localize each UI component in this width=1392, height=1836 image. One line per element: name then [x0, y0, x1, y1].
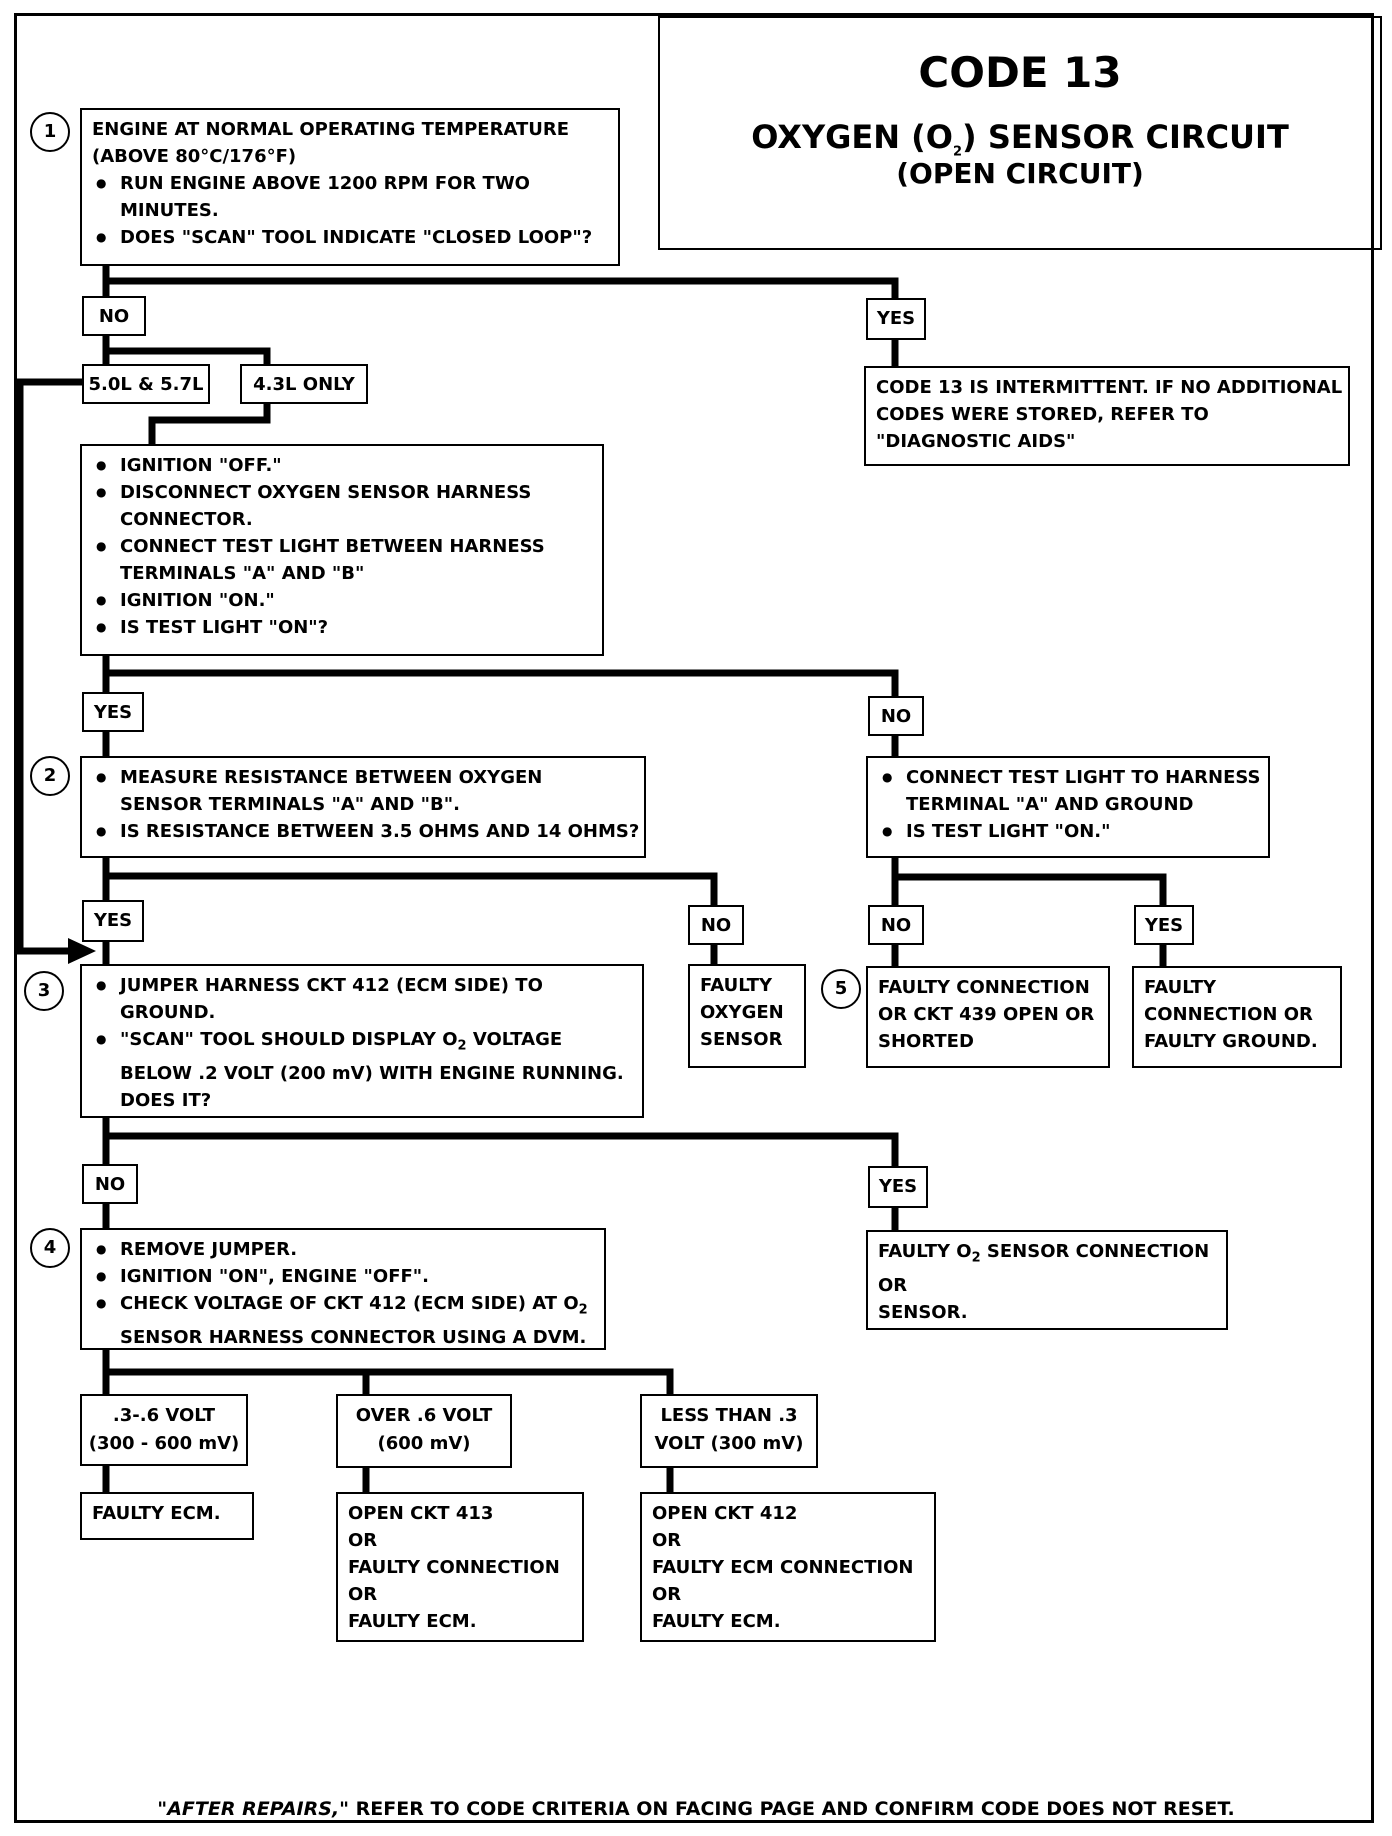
result-line: FAULTY CONNECTION: [348, 1557, 560, 1578]
step-1-line: ENGINE AT NORMAL OPERATING TEMPERATURE: [92, 119, 570, 140]
code-title: CODE 13: [918, 48, 1122, 97]
step-5-box: FAULTY CONNECTION OR CKT 439 OPEN OR SHO…: [866, 966, 1110, 1068]
result-line: OXYGEN: [700, 1002, 784, 1023]
bullet-item: IS RESISTANCE BETWEEN 3.5 OHMS AND 14 OH…: [92, 818, 639, 845]
step-1-marker: 1: [30, 112, 70, 152]
result-line: FAULTY ECM CONNECTION: [652, 1557, 914, 1578]
step-2-marker: 2: [30, 756, 70, 796]
faulty-o2-connection-box: FAULTY O2 SENSOR CONNECTION OR SENSOR.: [866, 1230, 1228, 1330]
step-5-marker: 5: [821, 969, 861, 1009]
result-line: OR: [348, 1584, 378, 1605]
test-light-box: IGNITION "OFF." DISCONNECT OXYGEN SENSOR…: [80, 444, 604, 656]
result-line: FAULTY ECM.: [92, 1503, 221, 1524]
label-yes: YES: [868, 1166, 928, 1208]
bullet-item: REMOVE JUMPER.: [92, 1236, 594, 1263]
step-3-marker: 3: [24, 971, 64, 1011]
label-yes: YES: [82, 692, 144, 732]
step-1-box: ENGINE AT NORMAL OPERATING TEMPERATURE (…: [80, 108, 620, 266]
bullet-item: IGNITION "OFF.": [92, 452, 592, 479]
label-no: NO: [82, 1164, 138, 1204]
label-yes: YES: [82, 900, 144, 942]
result-line: FAULTY: [700, 975, 773, 996]
bullet-item: IS TEST LIGHT "ON"?: [92, 614, 592, 641]
step-2-box: MEASURE RESISTANCE BETWEEN OXYGENSENSOR …: [80, 756, 646, 858]
bullet-item: JUMPER HARNESS CKT 412 (ECM SIDE) TOGROU…: [92, 972, 632, 1026]
intermittent-box: CODE 13 IS INTERMITTENT. IF NO ADDITIONA…: [864, 366, 1350, 466]
bullet-item: "SCAN" TOOL SHOULD DISPLAY O2 VOLTAGEBEL…: [92, 1026, 632, 1114]
result-line: FAULTY ECM.: [348, 1611, 477, 1632]
arrowhead-icon: [68, 938, 96, 964]
result-line: OR: [652, 1584, 682, 1605]
faulty-ecm-box: FAULTY ECM.: [80, 1492, 254, 1540]
result-line: FAULTY O2 SENSOR CONNECTION: [878, 1241, 1210, 1266]
label-engine-5-0-5-7: 5.0L & 5.7L: [82, 364, 210, 404]
label-no: NO: [868, 696, 924, 736]
condition-title: (OPEN CIRCUIT): [896, 157, 1144, 190]
bullet-item: DISCONNECT OXYGEN SENSOR HARNESSCONNECTO…: [92, 479, 592, 533]
bullet-item: RUN ENGINE ABOVE 1200 RPM FOR TWOMINUTES…: [92, 170, 608, 224]
intermittent-line: CODES WERE STORED, REFER TO: [876, 404, 1209, 425]
label-yes: YES: [1134, 905, 1194, 945]
open-ckt-413-box: OPEN CKT 413 OR FAULTY CONNECTION OR FAU…: [336, 1492, 584, 1642]
bullet-item: IGNITION "ON", ENGINE "OFF".: [92, 1263, 594, 1290]
step-1-line: (ABOVE 80°C/176°F): [92, 146, 297, 167]
label-voltage-300-600: .3-.6 VOLT(300 - 600 mV): [80, 1394, 248, 1466]
bullet-item: CHECK VOLTAGE OF CKT 412 (ECM SIDE) AT O…: [92, 1290, 594, 1351]
result-line: SENSOR: [700, 1029, 783, 1050]
footer-text: REFER TO CODE CRITERIA ON FACING PAGE AN…: [349, 1798, 1235, 1820]
label-no: NO: [868, 905, 924, 945]
result-line: OR: [652, 1530, 682, 1551]
bullet-item: IGNITION "ON.": [92, 587, 592, 614]
footer-note: "AFTER REPAIRS," REFER TO CODE CRITERIA …: [0, 1798, 1392, 1820]
result-line: OR: [348, 1530, 378, 1551]
page-frame: [14, 13, 1374, 1823]
footer-italic: "AFTER REPAIRS,": [157, 1798, 350, 1820]
result-line: CONNECTION OR: [1144, 1004, 1313, 1025]
result-line: OPEN CKT 413: [348, 1503, 494, 1524]
result-line: SHORTED: [878, 1031, 974, 1052]
result-line: FAULTY CONNECTION: [878, 977, 1090, 998]
step-3-box: JUMPER HARNESS CKT 412 (ECM SIDE) TOGROU…: [80, 964, 644, 1118]
result-line: OR CKT 439 OPEN OR: [878, 1004, 1095, 1025]
result-line: OR: [878, 1274, 908, 1296]
title-block: CODE 13 OXYGEN (O2) SENSOR CIRCUIT (OPEN…: [658, 16, 1382, 250]
label-no: NO: [82, 296, 146, 336]
step-4-box: REMOVE JUMPER. IGNITION "ON", ENGINE "OF…: [80, 1228, 606, 1350]
open-ckt-412-box: OPEN CKT 412 OR FAULTY ECM CONNECTION OR…: [640, 1492, 936, 1642]
result-line: OPEN CKT 412: [652, 1503, 798, 1524]
label-voltage-over-600: OVER .6 VOLT(600 mV): [336, 1394, 512, 1468]
result-line: FAULTY ECM.: [652, 1611, 781, 1632]
step-4-marker: 4: [30, 1228, 70, 1268]
intermittent-line: CODE 13 IS INTERMITTENT. IF NO ADDITIONA…: [876, 377, 1343, 398]
faulty-oxygen-sensor-box: FAULTY OXYGEN SENSOR: [688, 964, 806, 1068]
circuit-title: OXYGEN (O2) SENSOR CIRCUIT: [751, 118, 1289, 160]
result-line: FAULTY: [1144, 977, 1217, 998]
bullet-item: IS TEST LIGHT "ON.": [878, 818, 1258, 845]
result-line: FAULTY GROUND.: [1144, 1031, 1318, 1052]
bullet-item: CONNECT TEST LIGHT BETWEEN HARNESSTERMIN…: [92, 533, 592, 587]
faulty-ground-box: FAULTY CONNECTION OR FAULTY GROUND.: [1132, 966, 1342, 1068]
label-engine-4-3: 4.3L ONLY: [240, 364, 368, 404]
label-yes: YES: [866, 298, 926, 340]
label-no: NO: [688, 905, 744, 945]
bullet-item: MEASURE RESISTANCE BETWEEN OXYGENSENSOR …: [92, 764, 634, 818]
intermittent-line: "DIAGNOSTIC AIDS": [876, 431, 1076, 452]
bullet-item: DOES "SCAN" TOOL INDICATE "CLOSED LOOP"?: [92, 224, 608, 251]
result-line: SENSOR.: [878, 1301, 968, 1323]
